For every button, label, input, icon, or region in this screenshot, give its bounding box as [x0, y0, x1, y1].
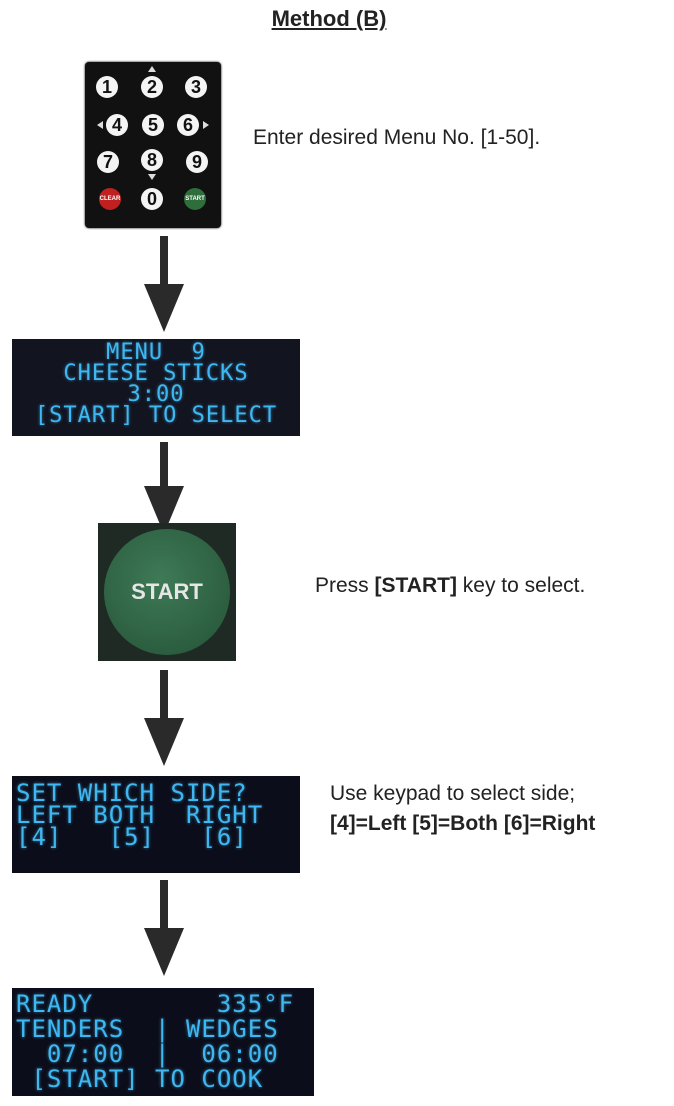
key-6: 6	[177, 114, 199, 136]
start-button-image: START	[98, 523, 236, 661]
display-line: [4] [5] [6]	[16, 823, 248, 851]
caption-key: [START]	[374, 574, 457, 597]
key-2: 2	[141, 76, 163, 98]
step2-caption: Press [START] key to select.	[315, 572, 585, 600]
left-arrow-icon	[97, 121, 103, 129]
step3-caption-line2: [4]=Left [5]=Both [6]=Right	[330, 812, 596, 835]
display-menu-select: MENU 9 CHEESE STICKS 3:00 [START] TO SEL…	[12, 339, 300, 436]
display-line: [START] TO SELECT	[34, 403, 278, 428]
key-0: 0	[141, 188, 163, 210]
key-8: 8	[141, 149, 163, 171]
caption-text: key to select.	[456, 574, 586, 597]
step3-caption-line1: Use keypad to select side;	[330, 782, 576, 805]
display-line: SET WHICH SIDE?	[16, 779, 248, 807]
keypad-image: 1 2 3 4 5 6 7 8 9 CLEAR 0 START	[85, 62, 221, 228]
key-4: 4	[106, 114, 128, 136]
down-arrow-icon	[148, 174, 156, 180]
display-line: [START] TO COOK	[16, 1065, 264, 1093]
caption-text: Press	[315, 574, 375, 597]
down-arrow-icon	[144, 880, 184, 980]
start-key: START	[104, 529, 230, 655]
display-line: TENDERS | WEDGES	[16, 1015, 279, 1043]
display-ready: READY 335°F TENDERS | WEDGES 07:00 | 06:…	[12, 988, 314, 1096]
step1-caption: Enter desired Menu No. [1-50].	[253, 126, 541, 149]
display-line: READY 335°F	[16, 990, 295, 1018]
right-arrow-icon	[203, 121, 209, 129]
down-arrow-icon	[144, 670, 184, 770]
key-7: 7	[97, 151, 119, 173]
display-line: LEFT BOTH RIGHT	[16, 801, 264, 829]
page-title: Method (B)	[271, 6, 387, 31]
key-1: 1	[96, 76, 118, 98]
display-line: 07:00 | 06:00	[16, 1040, 279, 1068]
display-line: MENU 9	[106, 340, 206, 365]
key-5: 5	[142, 114, 164, 136]
key-clear: CLEAR	[99, 188, 121, 210]
key-start: START	[184, 188, 206, 210]
up-arrow-icon	[148, 66, 156, 72]
display-side-select: SET WHICH SIDE? LEFT BOTH RIGHT [4] [5] …	[12, 776, 300, 873]
display-line: 3:00	[127, 382, 185, 407]
display-line: CHEESE STICKS	[63, 361, 249, 386]
down-arrow-icon	[144, 236, 184, 332]
key-3: 3	[185, 76, 207, 98]
key-9: 9	[186, 151, 208, 173]
